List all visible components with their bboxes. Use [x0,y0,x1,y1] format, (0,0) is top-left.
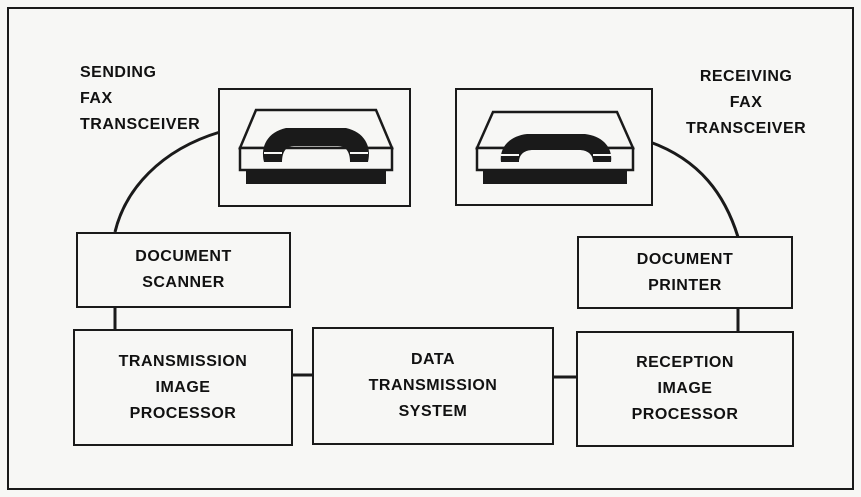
document-printer-box: DOCUMENT PRINTER [577,236,793,309]
reception-image-processor-box: RECEPTION IMAGE PROCESSOR [576,331,794,447]
document-scanner-label: DOCUMENT SCANNER [135,248,232,291]
fax-transceiver-icon [475,110,635,184]
transmission-image-processor-label: TRANSMISSION IMAGE PROCESSOR [118,352,248,422]
receiving-arc [649,140,740,238]
reception-image-processor-label: RECEPTION IMAGE PROCESSOR [631,354,739,423]
fax-transceiver-icon [238,108,394,184]
sending-fax-device [218,88,411,207]
sending-transceiver-label: SENDING FAX TRANSCEIVER [80,64,201,133]
sending-arc [113,130,221,233]
document-scanner-box: DOCUMENT SCANNER [76,232,291,308]
receiving-fax-device [455,88,653,206]
document-printer-label: DOCUMENT PRINTER [636,250,734,294]
receiving-transceiver-label: RECEIVING FAX TRANSCEIVER [686,68,807,137]
data-transmission-system-box: DATA TRANSMISSION SYSTEM [312,327,554,445]
data-transmission-system-label: DATA TRANSMISSION SYSTEM [368,351,498,420]
transmission-image-processor-box: TRANSMISSION IMAGE PROCESSOR [73,329,293,446]
